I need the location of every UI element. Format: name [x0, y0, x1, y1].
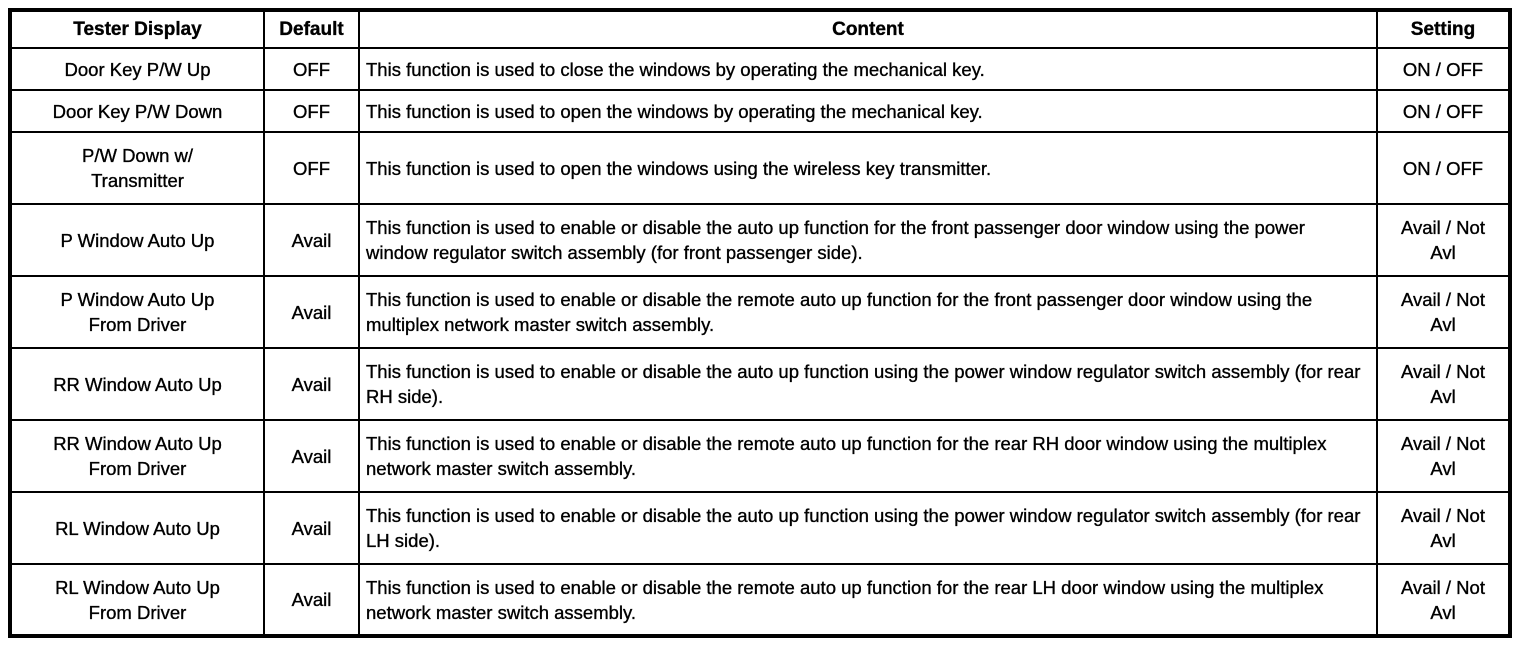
cell-tester-display: RR Window Auto Up	[9, 347, 265, 421]
table-row: RL Window Auto Up Avail This function is…	[9, 491, 1511, 565]
cell-setting: ON / OFF	[1376, 89, 1511, 133]
table-row: RL Window Auto Up From Driver Avail This…	[9, 563, 1511, 637]
cell-tester-display: RR Window Auto Up From Driver	[9, 419, 265, 493]
cell-default: Avail	[263, 203, 360, 277]
cell-tester-display: P/W Down w/ Transmitter	[9, 131, 265, 205]
customization-settings-table: Tester Display Default Content Setting D…	[8, 8, 1512, 638]
table-row: RR Window Auto Up Avail This function is…	[9, 347, 1511, 421]
cell-default: Avail	[263, 419, 360, 493]
cell-tester-display: Door Key P/W Down	[9, 89, 265, 133]
cell-content: This function is used to enable or disab…	[358, 275, 1378, 349]
table-row: P Window Auto Up From Driver Avail This …	[9, 275, 1511, 349]
cell-content: This function is used to close the windo…	[358, 47, 1378, 91]
cell-setting: Avail / Not Avl	[1376, 419, 1511, 493]
cell-tester-display: P Window Auto Up From Driver	[9, 275, 265, 349]
table-row: Door Key P/W Down OFF This function is u…	[9, 89, 1511, 133]
cell-default: Avail	[263, 563, 360, 637]
cell-setting: Avail / Not Avl	[1376, 275, 1511, 349]
header-setting: Setting	[1376, 9, 1511, 49]
cell-default: OFF	[263, 131, 360, 205]
cell-tester-display: P Window Auto Up	[9, 203, 265, 277]
cell-content: This function is used to enable or disab…	[358, 347, 1378, 421]
header-tester-display: Tester Display	[9, 9, 265, 49]
table-row: RR Window Auto Up From Driver Avail This…	[9, 419, 1511, 493]
cell-content: This function is used to enable or disab…	[358, 203, 1378, 277]
cell-setting: Avail / Not Avl	[1376, 563, 1511, 637]
cell-content: This function is used to enable or disab…	[358, 563, 1378, 637]
cell-content: This function is used to enable or disab…	[358, 419, 1378, 493]
table-row: Door Key P/W Up OFF This function is use…	[9, 47, 1511, 91]
cell-default: Avail	[263, 275, 360, 349]
cell-content: This function is used to open the window…	[358, 89, 1378, 133]
cell-default: OFF	[263, 89, 360, 133]
cell-default: Avail	[263, 347, 360, 421]
cell-tester-display: Door Key P/W Up	[9, 47, 265, 91]
cell-setting: ON / OFF	[1376, 47, 1511, 91]
table-row: P Window Auto Up Avail This function is …	[9, 203, 1511, 277]
cell-setting: ON / OFF	[1376, 131, 1511, 205]
table-header-row: Tester Display Default Content Setting	[9, 9, 1511, 49]
header-default: Default	[263, 9, 360, 49]
cell-setting: Avail / Not Avl	[1376, 491, 1511, 565]
cell-tester-display: RL Window Auto Up	[9, 491, 265, 565]
cell-content: This function is used to open the window…	[358, 131, 1378, 205]
cell-default: OFF	[263, 47, 360, 91]
cell-tester-display: RL Window Auto Up From Driver	[9, 563, 265, 637]
table-row: P/W Down w/ Transmitter OFF This functio…	[9, 131, 1511, 205]
cell-content: This function is used to enable or disab…	[358, 491, 1378, 565]
cell-setting: Avail / Not Avl	[1376, 347, 1511, 421]
header-content: Content	[358, 9, 1378, 49]
cell-setting: Avail / Not Avl	[1376, 203, 1511, 277]
cell-default: Avail	[263, 491, 360, 565]
